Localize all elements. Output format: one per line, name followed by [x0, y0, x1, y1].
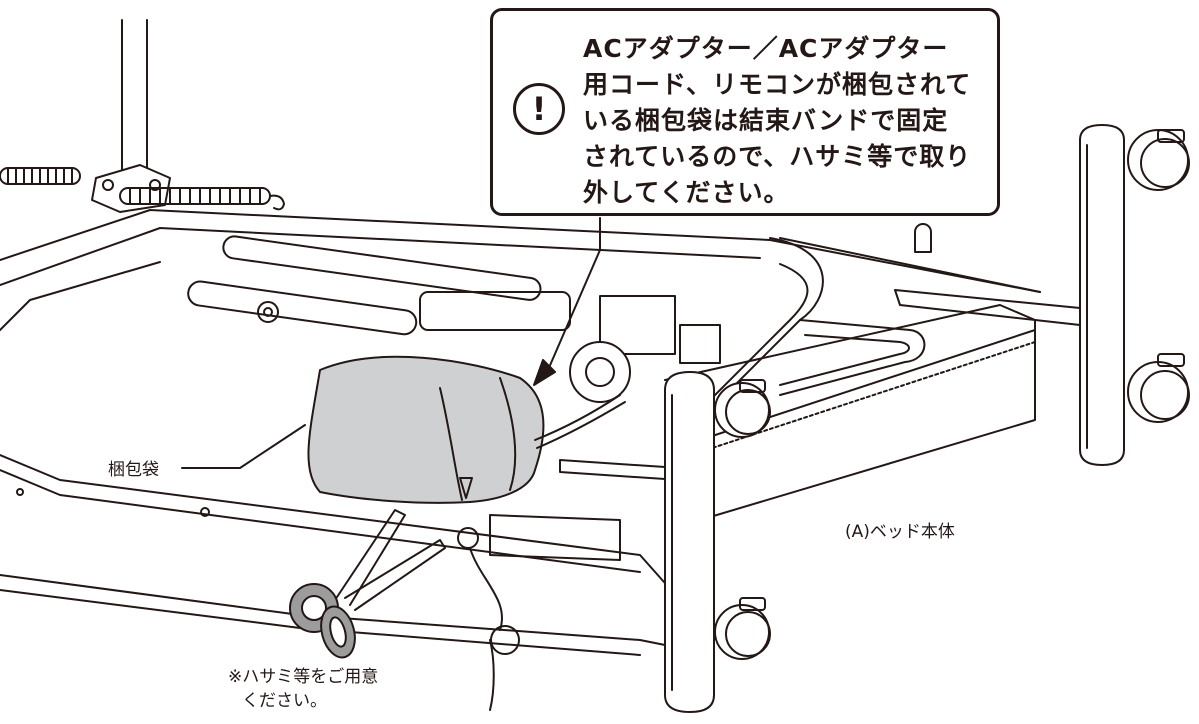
bag-label-leader	[181, 424, 306, 469]
warning-line: 外してください。	[583, 178, 790, 207]
motor-mechanism	[187, 235, 926, 561]
bed-body-label: (A)ベッド本体	[845, 522, 955, 542]
warning-callout: ! ACアダプター／ACアダプター 用コード、リモコンが梱包されて いる梱包袋は…	[490, 8, 1000, 216]
spring-connector	[0, 164, 285, 213]
exclamation-icon: !	[513, 83, 565, 135]
back-leg	[1079, 124, 1190, 466]
warning-line: 用コード、リモコンが梱包されて	[583, 70, 972, 99]
warning-line: ACアダプター／ACアダプター	[583, 34, 949, 63]
bag-label: 梱包袋	[108, 460, 159, 480]
packing-bag	[307, 355, 626, 504]
warning-line: いる梱包袋は結束バンドで固定	[583, 106, 949, 135]
callout-leader	[533, 217, 601, 386]
scissors-note-line: ください。	[242, 691, 327, 711]
scissors	[289, 509, 446, 659]
warning-line: されているので、ハサミ等で取り	[583, 142, 972, 171]
scissors-note-line: ※ハサミ等をご用意	[228, 667, 379, 687]
warning-text: ACアダプター／ACアダプター 用コード、リモコンが梱包されて いる梱包袋は結束…	[583, 31, 988, 211]
scissors-note: ※ハサミ等をご用意 ください。	[228, 665, 378, 713]
cable-tie	[457, 527, 520, 711]
front-leg	[664, 371, 771, 713]
vertical-pole	[121, 19, 148, 176]
